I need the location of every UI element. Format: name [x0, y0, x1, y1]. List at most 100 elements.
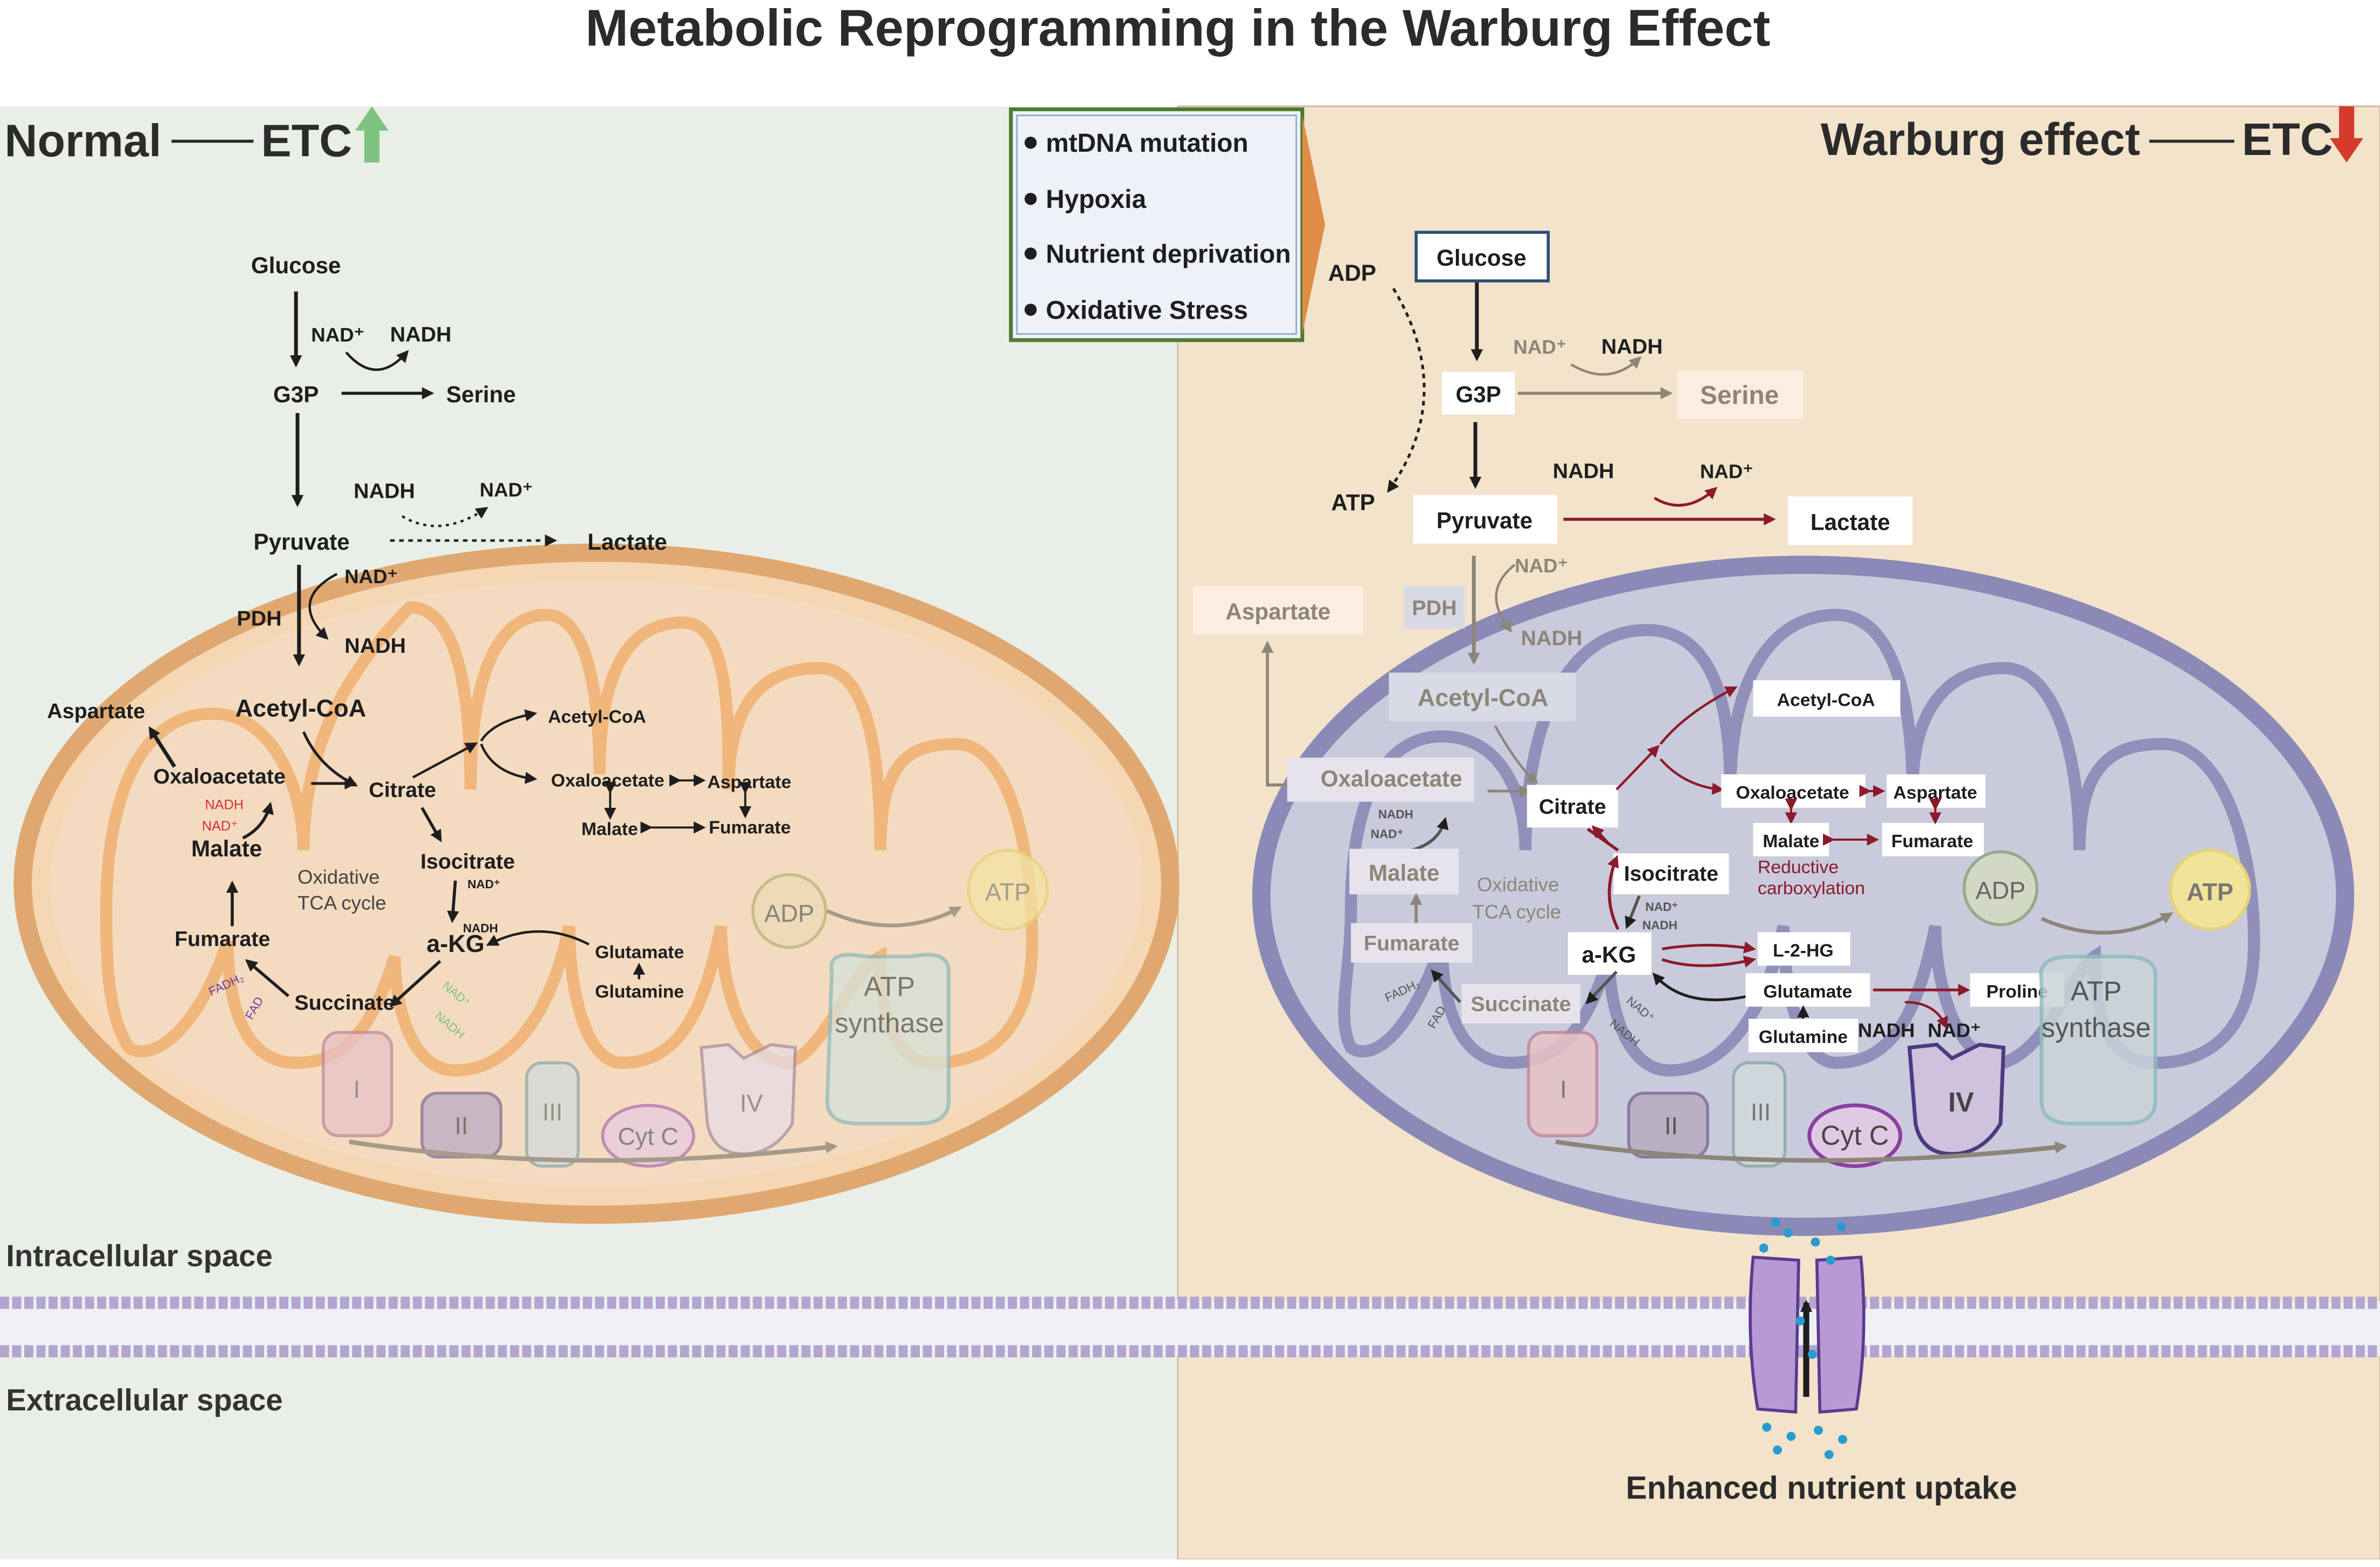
glucose-label: Glucose — [251, 253, 341, 278]
cycle-label: TCA cycle — [1473, 901, 1562, 923]
etc-up-arrow-icon — [355, 106, 389, 163]
nad-plus-label: NAD⁺ — [1513, 336, 1566, 358]
nadh-red-label: NADH — [205, 798, 244, 813]
complex-3-label: III — [543, 1098, 562, 1126]
stress-list: mtDNA mutation Hypoxia Nutrient deprivat… — [1025, 129, 1291, 325]
acetyl-coa-box2 — [1753, 680, 1901, 717]
nad-small-label: NAD⁺ — [1645, 900, 1678, 914]
nadh-label: NADH — [390, 323, 452, 347]
uptake-label: Enhanced nutrient uptake — [1626, 1470, 2017, 1505]
acetyl-coa-small-label: Acetyl-CoA — [548, 706, 646, 727]
cell-membrane — [0, 1296, 2380, 1357]
atp-bubble — [967, 848, 1049, 931]
nadh-label: NADH — [344, 634, 406, 658]
serine-label: Serine — [446, 382, 516, 407]
stress-arrow-icon — [1302, 115, 1325, 334]
g3p-label: G3P — [1456, 382, 1501, 407]
citrate-label: Citrate — [1539, 795, 1606, 819]
citrate-label: Citrate — [369, 778, 436, 802]
pdh-label: PDH — [237, 606, 282, 630]
acetyl-coa-label: Acetyl-CoA — [1418, 684, 1548, 712]
stress-item: Nutrient deprivation — [1046, 240, 1291, 268]
isocitrate-label: Isocitrate — [421, 849, 515, 873]
adp-label: ADP — [1328, 260, 1376, 286]
complex-1-shape — [1527, 1031, 1598, 1138]
nadh-label: NADH — [354, 479, 415, 503]
malate-label: Malate — [1368, 860, 1439, 886]
nad-iso-label: NAD⁺ — [467, 877, 500, 891]
fumarate-box-label: Fumarate — [1891, 831, 1974, 852]
stress-box-inner — [1016, 114, 1297, 335]
fumarate-label: Fumarate — [1364, 931, 1459, 955]
aspartate-small-label: Aspartate — [707, 772, 791, 792]
glucose-box — [1414, 231, 1550, 283]
l2hg-label: L-2-HG — [1773, 940, 1833, 961]
malate-label: Malate — [191, 836, 262, 861]
proline-label: Proline — [1986, 981, 2048, 1002]
right-etc: ADP ATP ATP synthase I II III Cyt C IV — [1527, 848, 2251, 1169]
nad-plus-label: NAD⁺ — [344, 565, 397, 587]
adp-bubble — [751, 873, 828, 949]
nadh-label: NADH — [1858, 1019, 1915, 1042]
fumarate-small-label: Fumarate — [709, 818, 791, 838]
isocitrate-box — [1613, 853, 1729, 895]
diagram-title: Metabolic Reprogramming in the Warburg E… — [585, 0, 1770, 57]
reductive-label: Reductive — [1758, 857, 1839, 877]
adp-label: ADP — [1976, 877, 2025, 904]
complex-2-label: II — [1664, 1112, 1678, 1139]
oxaloacetate-small-label: Oxaloacetate — [551, 771, 664, 791]
isocitrate-label: Isocitrate — [1624, 862, 1718, 886]
malate-box — [1349, 848, 1459, 895]
glutamine-box — [1748, 1018, 1858, 1052]
stress-box — [1009, 107, 1305, 342]
acetyl-coa-label: Acetyl-CoA — [235, 694, 366, 722]
aspartate-box — [1193, 586, 1364, 635]
cytc-label: Cyt C — [1821, 1120, 1889, 1151]
serine-box — [1677, 370, 1803, 420]
acetyl-coa-box — [1388, 672, 1576, 721]
intracellular-label: Intracellular space — [6, 1239, 273, 1273]
l2hg-box — [1758, 932, 1850, 966]
complex-1-label: I — [354, 1076, 361, 1103]
atp-synthase-shape — [825, 953, 951, 1126]
g3p-box — [1442, 372, 1515, 415]
glutamate-label: Glutamate — [595, 942, 684, 962]
acetyl-coa-box-label: Acetyl-CoA — [1777, 690, 1875, 711]
oxaloacetate-box-label: Oxaloacetate — [1736, 782, 1849, 803]
nadh-small-label: NADH — [1642, 918, 1677, 932]
atp-synthase-label: ATP — [864, 971, 915, 1002]
atp-bubble — [2169, 848, 2251, 931]
atp-synthase-label: ATP — [2071, 976, 2122, 1007]
glutamate-label: Glutamate — [1763, 981, 1852, 1002]
atp-synthase-label: synthase — [2042, 1012, 2151, 1043]
lactate-box — [1788, 496, 1913, 545]
glutamine-label: Glutamine — [595, 981, 684, 1002]
oxaloacetate-box — [1287, 758, 1474, 802]
pyruvate-label: Pyruvate — [1436, 508, 1533, 533]
malate-box2 — [1753, 823, 1829, 856]
nad-plus-label: NAD⁺ — [311, 324, 364, 346]
pdh-label: PDH — [1412, 596, 1457, 620]
nad-red-label: NAD⁺ — [202, 819, 238, 834]
lactate-label: Lactate — [1811, 509, 1890, 535]
etc-down-arrow-icon — [2330, 106, 2364, 163]
complex-2-shape — [1627, 1091, 1710, 1159]
oxaloacetate-label: Oxaloacetate — [1320, 766, 1462, 792]
nad-plus-label: NAD⁺ — [1928, 1019, 1981, 1042]
atp-label: ATP — [1331, 490, 1375, 515]
cycle-label: TCA cycle — [297, 891, 387, 914]
right-header-name: Warburg effect — [1821, 114, 2140, 165]
akg-box — [1568, 932, 1652, 975]
nadh-label: NADH — [1553, 460, 1615, 483]
nad-plus-label: NAD⁺ — [1700, 461, 1753, 483]
cytc-shape — [601, 1104, 695, 1168]
aspartate-box-label: Aspartate — [1893, 782, 1977, 803]
nadh-small-label: NADH — [1378, 808, 1413, 821]
malate-small-label: Malate — [581, 819, 638, 840]
lactate-label: Lactate — [587, 529, 667, 555]
glucose-label: Glucose — [1436, 245, 1526, 271]
fumarate-box — [1351, 923, 1473, 963]
nadh-iso-label: NADH — [463, 921, 498, 935]
